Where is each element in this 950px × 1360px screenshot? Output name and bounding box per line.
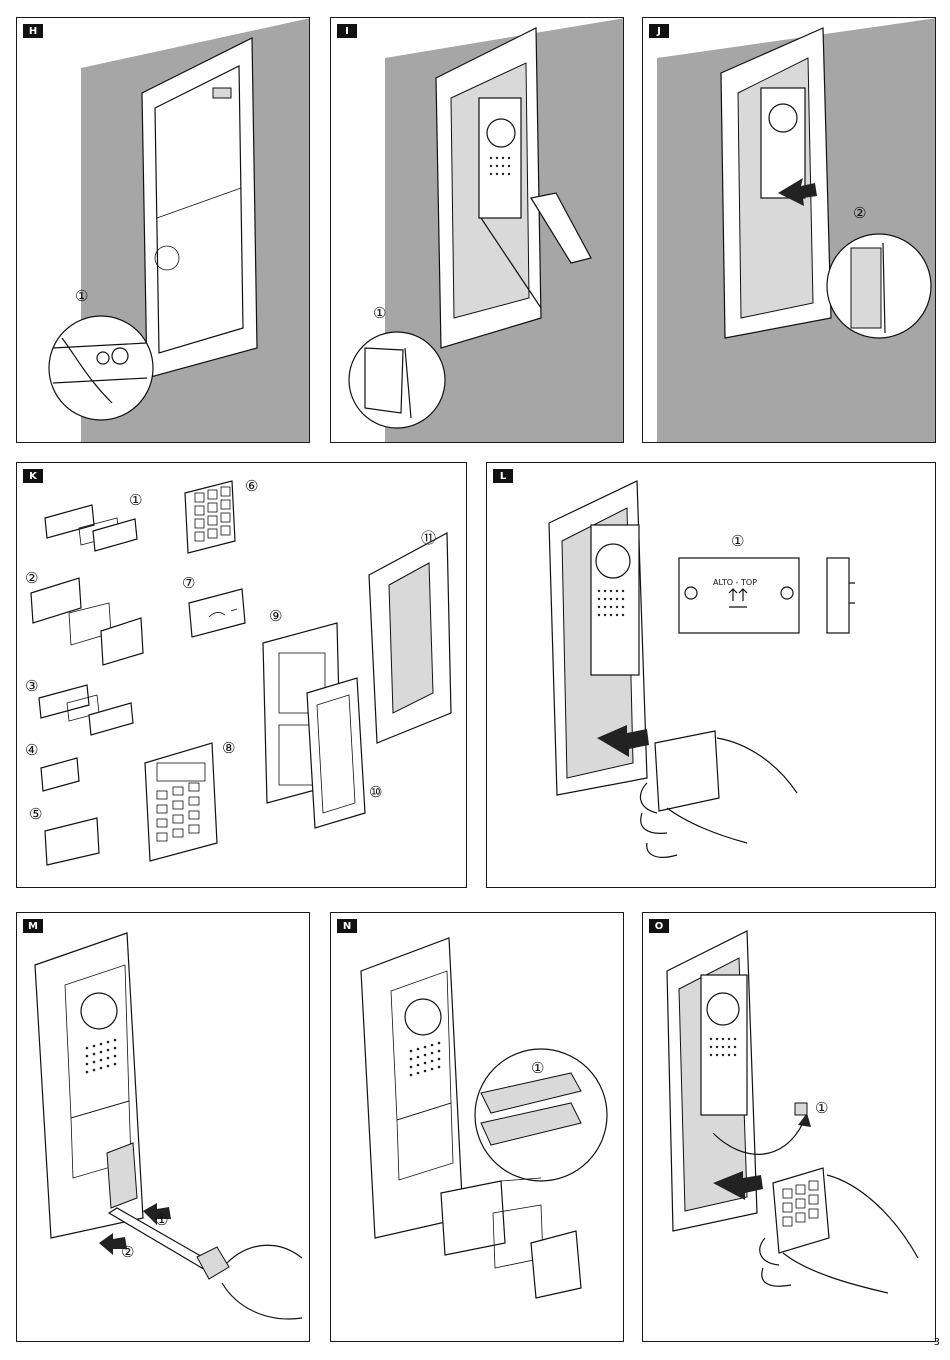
panel-m-push-arrow bbox=[143, 1203, 171, 1225]
panel-k-drawing: ① ② ③ ④ ⑤ ⑥ ⑦ ⑧ ⑨ ⑩ ⑪ bbox=[25, 477, 452, 866]
k-callout-7: ⑦ bbox=[182, 574, 195, 592]
panel-m-callout-1: ① bbox=[155, 1211, 168, 1229]
k-callout-10: ⑩ bbox=[369, 783, 382, 801]
k-callout-8: ⑧ bbox=[222, 739, 235, 757]
k-item-1-module bbox=[44, 504, 95, 539]
panel-o: ① O bbox=[642, 912, 936, 1342]
panel-j: ② J bbox=[642, 17, 936, 443]
panel-l-callout-1: ① bbox=[731, 532, 744, 550]
panel-h-drawing: ① bbox=[48, 18, 309, 442]
panel-h-tag: H bbox=[23, 24, 43, 38]
panel-o-drawing: ① bbox=[666, 930, 919, 1294]
panel-m-pull-arrow bbox=[99, 1233, 127, 1255]
panel-i-callout-1: ① bbox=[373, 304, 386, 322]
panel-l-module-label: ALTO - TOP bbox=[713, 578, 757, 587]
k-callout-9: ⑨ bbox=[269, 607, 282, 625]
panel-j-drawing: ② bbox=[657, 18, 935, 442]
panel-o-curved-arrow bbox=[712, 1122, 804, 1155]
panel-n-drawing: ① bbox=[360, 937, 608, 1299]
k-callout-6: ⑥ bbox=[245, 477, 258, 495]
panel-k: ① ② ③ ④ ⑤ ⑥ ⑦ ⑧ ⑨ ⑩ ⑪ K bbox=[16, 462, 467, 888]
panel-h: ① H bbox=[16, 17, 310, 443]
panel-n-tag: N bbox=[337, 919, 357, 933]
panel-j-callout-2: ② bbox=[853, 204, 866, 222]
panel-l-tag: L bbox=[493, 469, 513, 483]
panel-i: ① I bbox=[330, 17, 624, 443]
panel-l-module-top-view bbox=[678, 557, 800, 634]
panel-j-insert-arrow bbox=[778, 178, 817, 206]
page-number: 3 bbox=[933, 1337, 940, 1348]
k-item-6-keypad bbox=[184, 480, 236, 554]
panel-o-removed-cap bbox=[794, 1102, 808, 1116]
panel-i-speaker-grille bbox=[489, 156, 511, 176]
panel-j-tag: J bbox=[649, 24, 669, 38]
panel-o-insert-arrow bbox=[713, 1171, 763, 1200]
panel-n: ① N bbox=[330, 912, 624, 1342]
panel-l-insert-arrow bbox=[597, 725, 649, 757]
k-callout-4: ④ bbox=[25, 741, 38, 759]
panel-i-tag: I bbox=[337, 24, 357, 38]
panel-l: ALTO - TOP ① L bbox=[486, 462, 936, 888]
k-callout-1: ① bbox=[129, 491, 142, 509]
panel-h-callout-1: ① bbox=[75, 287, 88, 305]
k-callout-2: ② bbox=[25, 569, 38, 587]
k-callout-11: ⑪ bbox=[421, 529, 436, 547]
panel-i-drawing: ① bbox=[348, 18, 623, 442]
k-callout-3: ③ bbox=[25, 677, 38, 695]
panel-m-drawing: ① ② bbox=[34, 932, 303, 1320]
panel-m: ① ② M bbox=[16, 912, 310, 1342]
panel-k-tag: K bbox=[23, 469, 43, 483]
panel-m-callout-2: ② bbox=[121, 1243, 134, 1261]
panel-n-callout-1: ① bbox=[531, 1059, 544, 1077]
panel-l-drawing: ALTO - TOP ① bbox=[548, 480, 855, 858]
panel-o-callout-1: ① bbox=[815, 1099, 828, 1117]
panel-m-tag: M bbox=[23, 919, 43, 933]
panel-o-tag: O bbox=[649, 919, 669, 933]
k-callout-5: ⑤ bbox=[29, 805, 42, 823]
